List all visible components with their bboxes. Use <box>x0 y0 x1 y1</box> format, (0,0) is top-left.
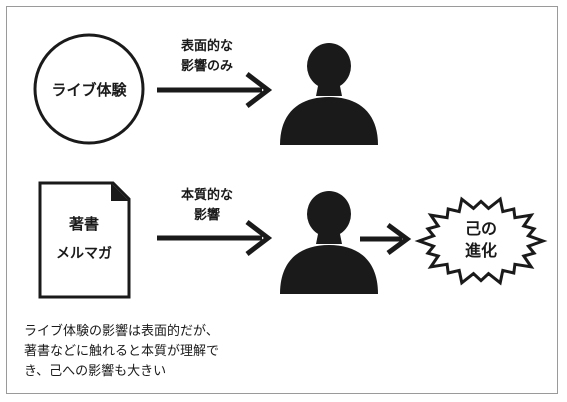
arrow-top-label-line1: 表面的な <box>180 38 233 54</box>
book-subtitle: メルマガ <box>56 246 112 262</box>
caption-text: ライブ体験の影響は表面的だが、 著書などに触れると本質が理解で き、己への影響も… <box>24 324 220 379</box>
burst-line2: 進化 <box>465 241 497 260</box>
book-title: 著書 <box>68 215 99 233</box>
person-icon-top <box>280 43 378 145</box>
live-experience-label: ライブ体験 <box>51 81 127 99</box>
arrow-top <box>157 72 273 108</box>
arrow-top-label-line2: 影響のみ <box>181 58 233 74</box>
book-document-node: 著書 メルマガ <box>38 181 131 299</box>
person-icon-middle <box>280 191 378 294</box>
burst-line1: 己の <box>465 219 497 238</box>
arrow-middle-label-line2: 影響 <box>194 207 220 223</box>
arrow-right <box>360 222 412 256</box>
burst-node: 己の 進化 <box>414 196 548 286</box>
live-experience-node: ライブ体験 <box>33 33 145 145</box>
arrow-middle-label-line1: 本質的な <box>181 187 233 203</box>
arrow-middle <box>157 220 273 256</box>
